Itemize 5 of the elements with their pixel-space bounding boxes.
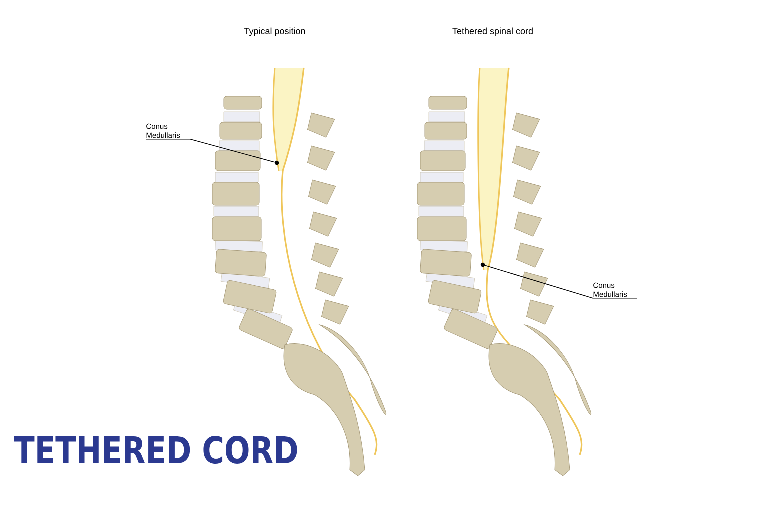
panel-heading: Tethered spinal cord [452,28,533,36]
title: TETHERED CORD [14,436,298,464]
leader-line [146,138,276,163]
panel-heading: Typical position [244,28,306,36]
leader-line [484,265,638,299]
